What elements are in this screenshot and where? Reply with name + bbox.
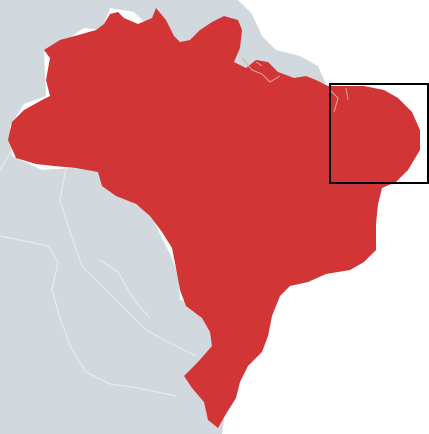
country-borders [0,11,197,397]
state-borders [241,57,349,113]
border-line [59,167,197,357]
state-border-line [329,89,339,113]
border-line [0,149,13,171]
border-line [99,259,151,319]
border-line [0,235,177,397]
state-border-line [255,61,263,67]
state-border-line [345,87,349,101]
neighbor-land [0,0,326,434]
state-border-line [241,57,281,83]
brazil-shape[interactable] [8,8,420,428]
highlight-frame [329,83,429,184]
